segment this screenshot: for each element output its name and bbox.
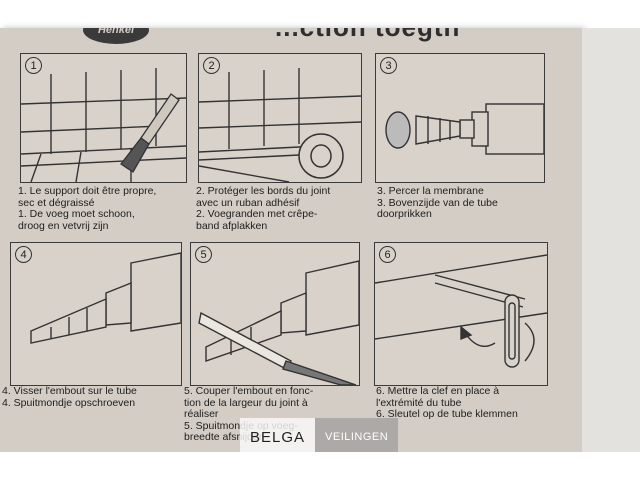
step-5-number: 5 — [195, 246, 212, 263]
step-3-number: 3 — [380, 57, 397, 74]
watermark-brand: BELGA — [240, 418, 316, 452]
step-1-caption: 1. Le support doit être propre,sec et dé… — [18, 185, 157, 232]
background-right — [582, 28, 640, 452]
watermark-suffix: VEILINGEN — [315, 418, 399, 452]
step-2-number: 2 — [203, 57, 220, 74]
step-1-number: 1 — [25, 57, 42, 74]
step-5-panel: 5 — [190, 242, 360, 386]
nozzle-tube-icon — [385, 103, 544, 155]
step-3-panel: 3 — [375, 53, 545, 183]
step-2-panel: 2 — [198, 53, 362, 183]
belga-watermark: BELGA VEILINGEN — [240, 418, 399, 452]
nozzle-screw-icon — [30, 252, 181, 344]
tube-key-icon — [375, 254, 547, 368]
step-6-number: 6 — [379, 246, 396, 263]
henkel-logo: Henkel — [83, 28, 149, 44]
background-bottom — [0, 452, 640, 480]
card-title-fragment: ...ction toegth — [275, 28, 460, 43]
nozzle-cut-knife-icon — [198, 260, 359, 385]
instruction-card: Henkel ...ction toegth 1 — [0, 28, 582, 452]
step-4-panel: 4 — [10, 242, 182, 386]
step-1-panel: 1 — [20, 53, 187, 183]
tile-corner-brush-icon — [21, 68, 186, 182]
step-4-number: 4 — [15, 246, 32, 263]
tile-corner-tape-icon — [199, 68, 361, 182]
step-6-panel: 6 — [374, 242, 548, 386]
